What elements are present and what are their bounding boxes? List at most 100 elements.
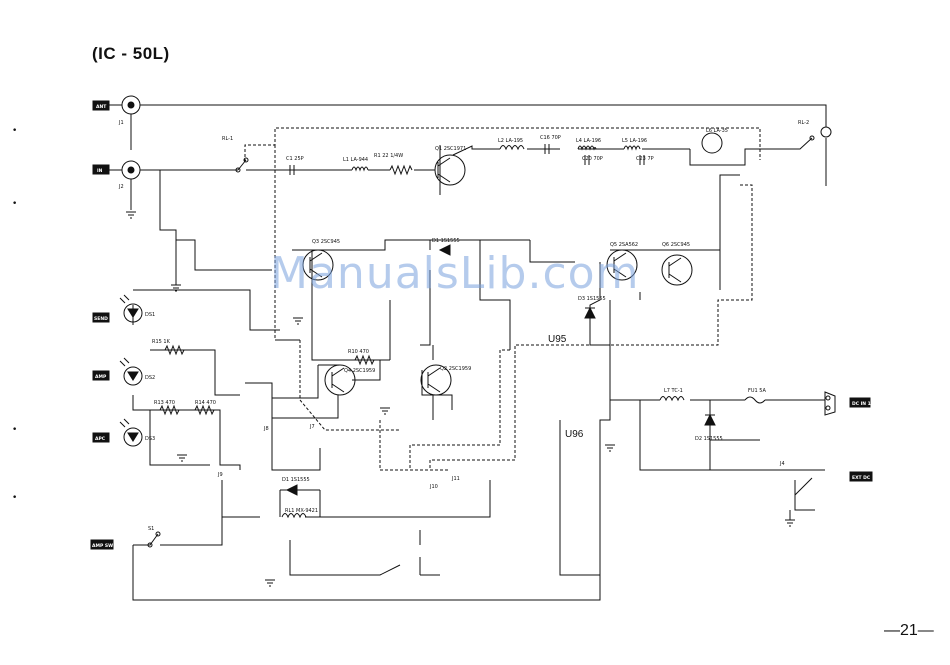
connector-send: SEND bbox=[92, 312, 110, 323]
inductor-l7: L7 TC-1 bbox=[659, 388, 685, 402]
margin-dot: • bbox=[12, 126, 18, 136]
fuse-fu1: FU1 5A bbox=[744, 388, 766, 404]
svg-text:R13 470: R13 470 bbox=[154, 400, 175, 406]
transistor-q4: Q4 2SC1959 bbox=[324, 364, 375, 396]
diode-d1: D1 1S1555 bbox=[432, 238, 460, 256]
svg-text:S1: S1 bbox=[148, 526, 154, 532]
resistor-r14: R14 470 bbox=[194, 400, 216, 416]
connector-ant: ANT bbox=[92, 100, 110, 111]
svg-text:RL-1: RL-1 bbox=[222, 136, 233, 142]
label-j4: J4 bbox=[779, 461, 785, 467]
jack-j2: J2 bbox=[118, 160, 141, 190]
inductor-l1: L1 LA-944 bbox=[343, 157, 369, 172]
capacitor-c20: C20 70P bbox=[582, 155, 603, 165]
inductor-l6: L6 LA-35 bbox=[701, 128, 728, 154]
switch-s1: S1 bbox=[147, 526, 161, 548]
wiring-dashed bbox=[244, 127, 761, 471]
resistor-r10: R10 470 bbox=[348, 349, 375, 366]
page-number: —21— bbox=[884, 622, 934, 639]
svg-text:R14 470: R14 470 bbox=[195, 400, 216, 406]
transistor-q5: Q5 2SA562 bbox=[606, 242, 638, 281]
svg-text:L7 TC-1: L7 TC-1 bbox=[664, 388, 683, 394]
label-j8: J8 bbox=[263, 426, 269, 432]
margin-dot: • bbox=[12, 493, 18, 503]
svg-text:Q2 2SC1959: Q2 2SC1959 bbox=[440, 366, 471, 372]
led-ds3: DS3 bbox=[119, 418, 155, 447]
relay-rl2: RL-2 bbox=[798, 120, 832, 141]
svg-text:D1 1S1555: D1 1S1555 bbox=[432, 238, 460, 244]
svg-text:AMP SW: AMP SW bbox=[92, 543, 113, 549]
svg-text:RL1 MX-9421: RL1 MX-9421 bbox=[285, 508, 318, 514]
svg-text:APC: APC bbox=[95, 436, 106, 442]
svg-text:R15 1K: R15 1K bbox=[152, 339, 171, 345]
svg-text:FU1 5A: FU1 5A bbox=[748, 388, 766, 394]
svg-text:L5 LA-196: L5 LA-196 bbox=[622, 138, 647, 144]
watermark: ManualsLib.com bbox=[270, 248, 640, 299]
svg-text:Q6 2SC945: Q6 2SC945 bbox=[662, 242, 690, 248]
svg-text:DS1: DS1 bbox=[145, 312, 155, 318]
svg-text:L6 LA-35: L6 LA-35 bbox=[706, 128, 728, 134]
diode-d-zener: D2 1S1555 bbox=[695, 413, 723, 442]
svg-text:DC IN 13.8V: DC IN 13.8V bbox=[852, 401, 883, 407]
svg-text:AMP: AMP bbox=[95, 374, 107, 380]
svg-text:L1 LA-944: L1 LA-944 bbox=[343, 157, 368, 163]
svg-text:C20 70P: C20 70P bbox=[582, 156, 603, 162]
label-j11: J11 bbox=[451, 476, 460, 482]
svg-text:L2 LA-195: L2 LA-195 bbox=[498, 138, 523, 144]
wiring-solid bbox=[109, 104, 827, 601]
net-label-u96: U96 bbox=[565, 429, 584, 440]
relay-rl1: RL-1 bbox=[222, 136, 249, 173]
svg-text:Q3 2SC945: Q3 2SC945 bbox=[312, 239, 340, 245]
connector-apc: APC bbox=[92, 432, 110, 443]
svg-text:C23 7P: C23 7P bbox=[636, 156, 654, 162]
label-j7: J7 bbox=[309, 424, 315, 430]
svg-text:RL-2: RL-2 bbox=[798, 120, 809, 126]
svg-text:R1 22 1/4W: R1 22 1/4W bbox=[374, 153, 403, 159]
svg-text:ANT: ANT bbox=[96, 104, 107, 110]
svg-text:C16 70P: C16 70P bbox=[540, 135, 561, 141]
svg-text:R10 470: R10 470 bbox=[348, 349, 369, 355]
connector-ext-dc: EXT DC bbox=[849, 471, 873, 482]
svg-text:Q4 2SC1959: Q4 2SC1959 bbox=[344, 368, 375, 374]
svg-text:D3 1S1555: D3 1S1555 bbox=[578, 296, 606, 302]
relay-coil-rl1: RL1 MX-9421 bbox=[281, 508, 318, 519]
connector-in: IN bbox=[92, 164, 110, 175]
net-label-u95: U95 bbox=[548, 334, 567, 345]
connector-amp: AMP bbox=[92, 370, 110, 381]
dc-jack bbox=[824, 391, 836, 416]
inductor-l4: L4 LA-196 bbox=[576, 138, 601, 151]
capacitor-c23: C23 7P bbox=[636, 155, 654, 165]
svg-text:IN: IN bbox=[97, 168, 103, 174]
svg-text:Q5 2SA562: Q5 2SA562 bbox=[610, 242, 638, 248]
resistor-r1: R1 22 1/4W bbox=[374, 153, 413, 176]
svg-text:L4 LA-196: L4 LA-196 bbox=[576, 138, 601, 144]
resistor-r13: R13 470 bbox=[154, 400, 180, 416]
page-title: (IC - 50L) bbox=[92, 44, 170, 63]
transistor-q3: Q3 2SC945 bbox=[302, 239, 340, 281]
inductor-l2: L2 LA-195 bbox=[498, 138, 525, 151]
connector-dc-in: DC IN 13.8V bbox=[849, 397, 883, 408]
led-ds2: DS2 bbox=[119, 357, 155, 386]
svg-text:SEND: SEND bbox=[94, 316, 108, 322]
transistor-q1: Q1 2SC1971 bbox=[434, 146, 466, 186]
led-ds1: DS1 bbox=[119, 294, 155, 323]
svg-text:Q1 2SC1971: Q1 2SC1971 bbox=[435, 146, 466, 152]
label-j10: J10 bbox=[429, 484, 438, 490]
resistor-r15: R15 1K bbox=[152, 339, 185, 356]
svg-text:J2: J2 bbox=[118, 184, 124, 190]
diode-d2: D1 1S1555 bbox=[280, 477, 320, 496]
svg-text:J1: J1 bbox=[118, 120, 124, 126]
svg-text:DS3: DS3 bbox=[145, 436, 155, 442]
capacitor-c16: C16 70P bbox=[540, 135, 561, 154]
svg-text:EXT DC: EXT DC bbox=[852, 475, 871, 481]
connector-amp-sw: AMP SW bbox=[90, 539, 114, 550]
diode-d3: D3 1S1555 bbox=[578, 296, 606, 319]
svg-text:D1 1S1555: D1 1S1555 bbox=[282, 477, 310, 483]
transistor-q2: Q2 2SC1959 bbox=[420, 364, 471, 396]
margin-dot: • bbox=[12, 199, 18, 209]
svg-text:DS2: DS2 bbox=[145, 375, 155, 381]
ground-symbols bbox=[126, 211, 795, 587]
svg-text:D2 1S1555: D2 1S1555 bbox=[695, 436, 723, 442]
capacitor-c1: C1 25P bbox=[286, 156, 304, 175]
